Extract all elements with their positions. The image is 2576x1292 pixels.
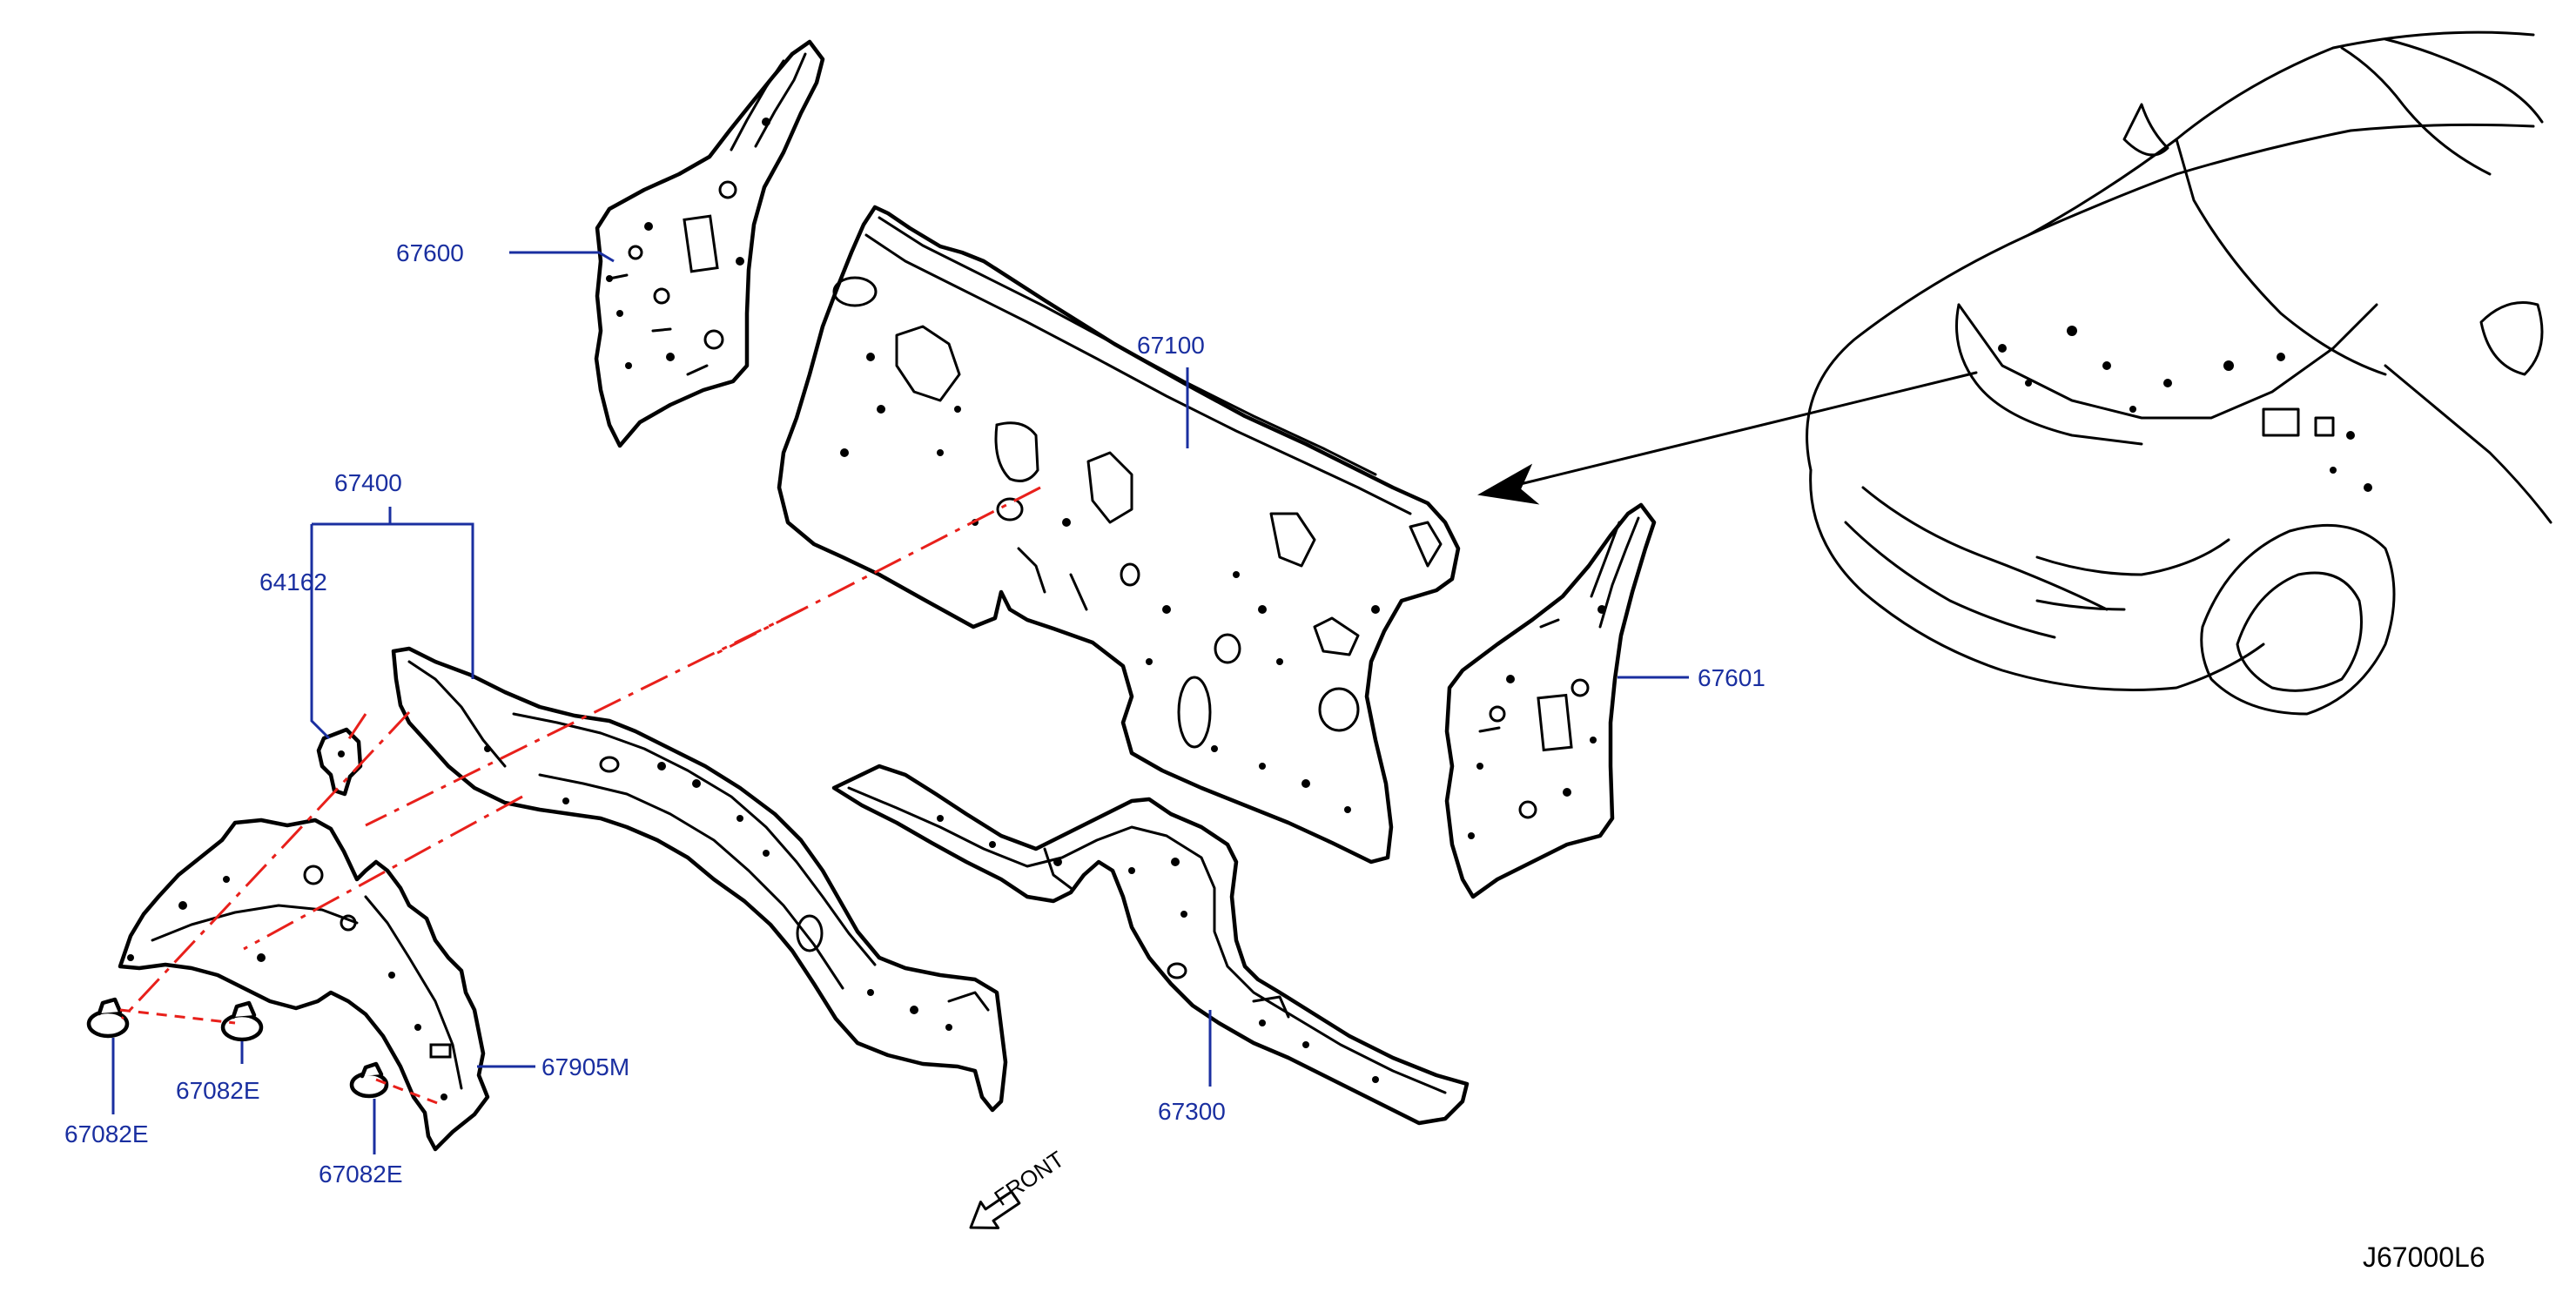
part-67082E-clip-c[interactable] (349, 1061, 389, 1099)
callout-67600-text: 67600 (396, 239, 464, 266)
callout-67300-text: 67300 (1158, 1098, 1226, 1125)
part-64162-bracket[interactable] (316, 727, 363, 797)
callout-67601: 67601 (1618, 664, 1766, 691)
callout-67400: 67400 (312, 469, 474, 679)
callout-67600: 67600 (396, 239, 615, 266)
callout-67905M: 67905M (477, 1053, 629, 1080)
callout-67300: 67300 (1158, 1010, 1226, 1125)
part-67400-dash-cross-member[interactable] (391, 646, 1008, 1113)
part-67082E-clip-a[interactable] (86, 997, 130, 1039)
part-67082E-clip-b[interactable] (220, 1000, 264, 1042)
callout-67400-text: 67400 (334, 469, 402, 496)
part-67905M-insulator[interactable] (118, 818, 490, 1152)
part-67100-dash-panel[interactable] (777, 205, 1461, 865)
callout-67100-text: 67100 (1137, 332, 1205, 359)
callout-64162-text: 64162 (259, 569, 327, 596)
callout-67601-text: 67601 (1698, 664, 1766, 691)
front-indicator: FRONT (969, 1146, 1069, 1229)
callout-64162: 64162 (259, 524, 331, 740)
front-label: FRONT (990, 1146, 1069, 1211)
part-67601-cowl-side-right[interactable] (1444, 502, 1657, 899)
part-67600-cowl-side-left[interactable] (594, 39, 825, 448)
callout-67082E-c-text: 67082E (319, 1161, 403, 1188)
assembly-centerlines (119, 486, 1041, 1106)
callout-67082E-a-text: 67082E (64, 1120, 149, 1147)
part-67300-toe-board[interactable] (831, 764, 1470, 1126)
detail-pointer-arrow (1477, 371, 1978, 505)
callout-67082E-a: 67082E (64, 1038, 149, 1147)
callout-67905M-text: 67905M (541, 1053, 629, 1080)
diagram-reference-number: J67000L6 (2363, 1242, 2485, 1273)
vehicle-overview-illustration (1806, 30, 2552, 716)
hollow-arrow-icon (969, 1190, 1021, 1229)
callout-67082E-c: 67082E (319, 1099, 403, 1188)
callout-67082E-b-text: 67082E (176, 1077, 260, 1104)
callout-67100: 67100 (1137, 332, 1205, 448)
callout-67082E-b: 67082E (176, 1041, 260, 1104)
